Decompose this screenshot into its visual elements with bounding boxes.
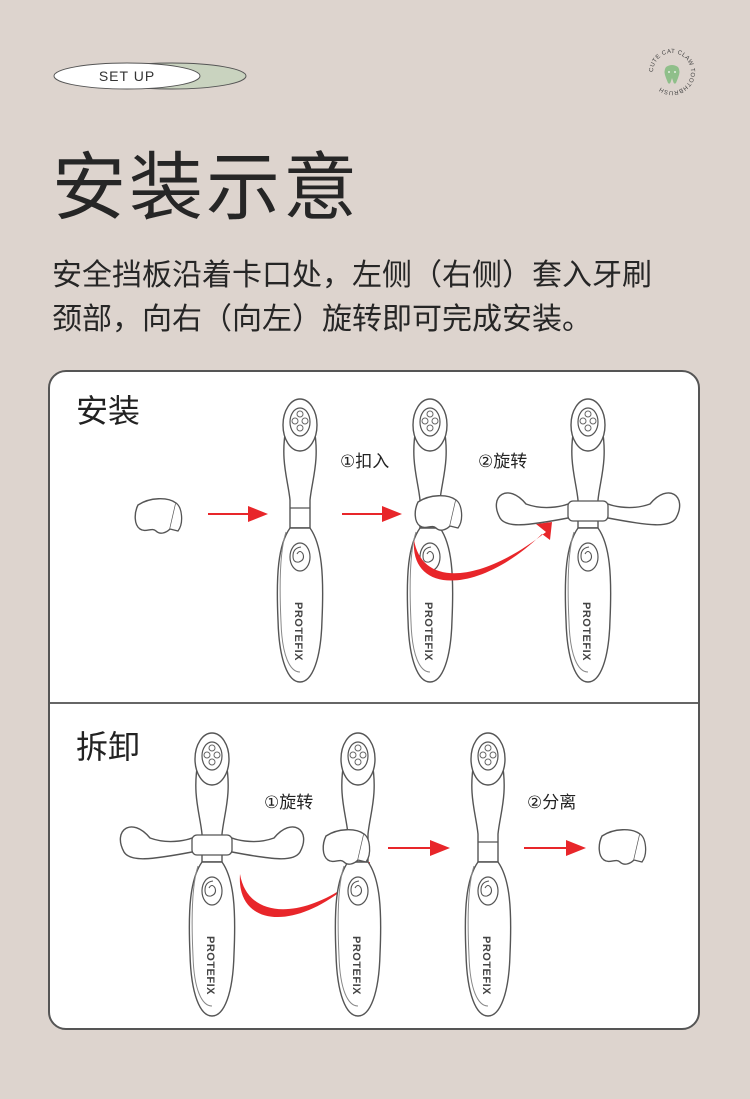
setup-badge: SET UP xyxy=(52,60,248,92)
instruction-panel: 安装 ①扣入 ②旋转 拆卸 ①旋转 ②分离 xyxy=(48,370,700,1030)
remove-step1-label: ①旋转 xyxy=(264,793,314,813)
brand-label-install-2: PROTEFIX xyxy=(422,602,434,661)
section-divider xyxy=(50,702,698,704)
install-step1-label: ①扣入 xyxy=(340,452,390,472)
brand-label-remove-1: PROTEFIX xyxy=(204,936,216,995)
instructions-text: 安全挡板沿着卡口处，左侧（右侧）套入牙刷 颈部，向右（向左）旋转即可完成安装。 xyxy=(52,254,712,342)
install-section-title: 安装 xyxy=(76,392,141,430)
brand-label-remove-2: PROTEFIX xyxy=(350,936,362,995)
brand-logo: CUTE CAT CLAW TOOTHBRUSH xyxy=(645,45,699,99)
install-step2-label: ②旋转 xyxy=(478,452,528,472)
remove-step2-label: ②分离 xyxy=(527,793,577,813)
instructions-line-1: 安全挡板沿着卡口处，左侧（右侧）套入牙刷 xyxy=(52,258,652,293)
brand-label-install-1: PROTEFIX xyxy=(292,602,304,661)
page-title: 安装示意 xyxy=(52,145,360,231)
install-clip-attached xyxy=(414,495,463,531)
install-curved-arrow xyxy=(413,522,552,581)
setup-label: SET UP xyxy=(98,68,156,84)
remove-clip-piece xyxy=(598,829,647,865)
remove-clip-attached xyxy=(322,829,371,865)
brand-label-remove-3: PROTEFIX xyxy=(480,936,492,995)
brand-label-install-3: PROTEFIX xyxy=(580,602,592,661)
install-clip-piece xyxy=(134,498,183,534)
remove-section-title: 拆卸 xyxy=(76,728,141,766)
instructions-line-2: 颈部，向右（向左）旋转即可完成安装。 xyxy=(52,302,592,337)
